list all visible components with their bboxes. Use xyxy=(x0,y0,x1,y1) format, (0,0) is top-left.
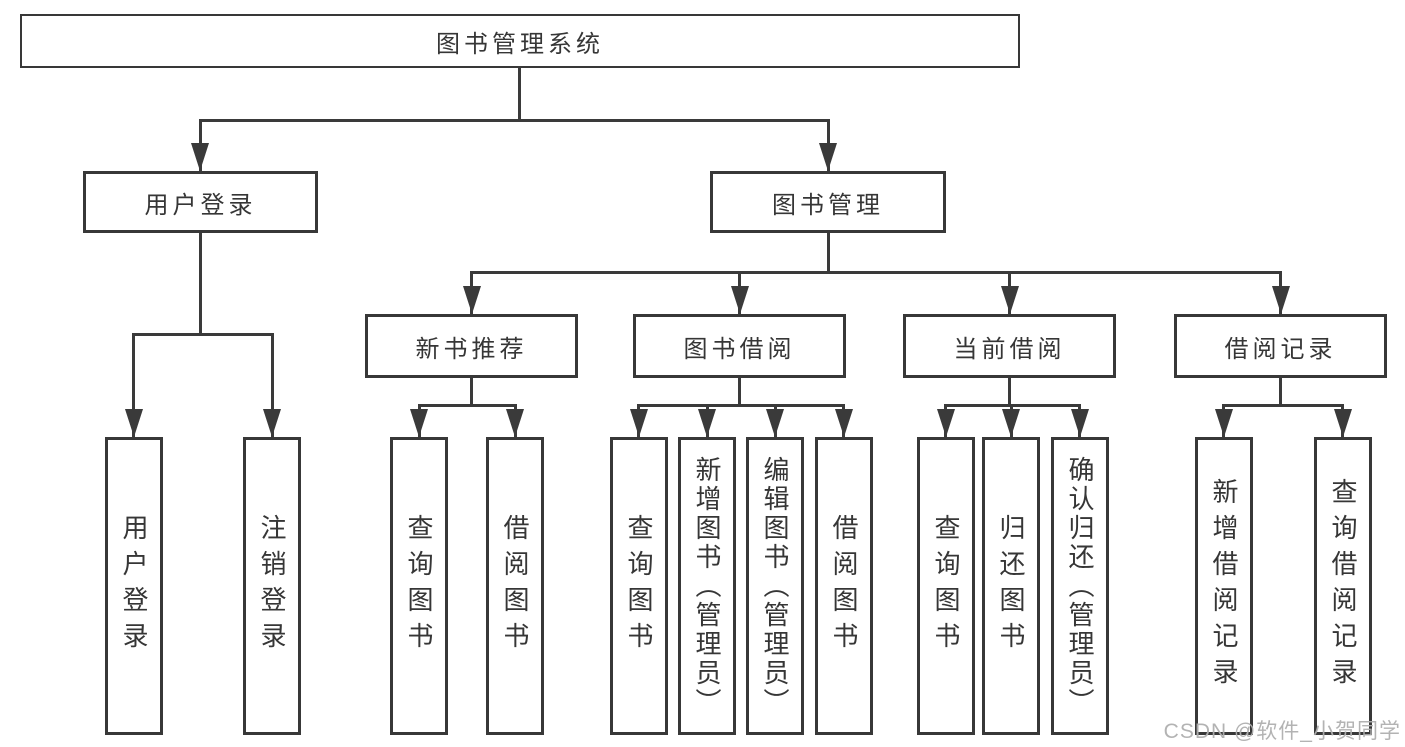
watermark: CSDN @软件_小贺同学 xyxy=(1163,720,1401,743)
arrow-down-icon xyxy=(766,409,784,437)
node-borrowing-records: 借阅记录 xyxy=(1174,314,1387,378)
leaf-query-books-recommend: 查询图书 xyxy=(390,437,448,735)
leaf-return-books: 归还图书 xyxy=(982,437,1040,735)
connector-hline xyxy=(418,404,517,407)
leaf-confirm-return-admin: 确认归还（管理员） xyxy=(1051,437,1109,735)
arrow-down-icon xyxy=(263,409,281,437)
arrow-down-icon xyxy=(937,409,955,437)
arrow-down-icon xyxy=(1002,409,1020,437)
arrow-down-icon xyxy=(819,143,837,171)
node-book-management: 图书管理 xyxy=(710,171,946,233)
arrow-down-icon xyxy=(630,409,648,437)
arrow-down-icon xyxy=(1334,409,1352,437)
connector-hline xyxy=(1222,404,1344,407)
connector-vline xyxy=(1008,378,1011,407)
node-library-system: 图书管理系统 xyxy=(20,14,1020,68)
leaf-logout-login: 注销登录 xyxy=(243,437,301,735)
connector-hline xyxy=(637,404,845,407)
leaf-borrow-books-recommend: 借阅图书 xyxy=(486,437,544,735)
arrow-down-icon xyxy=(1215,409,1233,437)
arrow-down-icon xyxy=(410,409,428,437)
connector-vline xyxy=(738,378,741,407)
arrow-down-icon xyxy=(1001,286,1019,314)
arrow-down-icon xyxy=(1071,409,1089,437)
arrow-down-icon xyxy=(191,143,209,171)
arrow-down-icon xyxy=(1272,286,1290,314)
node-new-book-recommend: 新书推荐 xyxy=(365,314,578,378)
leaf-query-books-current: 查询图书 xyxy=(917,437,975,735)
connector-hline xyxy=(199,119,830,122)
leaf-query-books-borrowing: 查询图书 xyxy=(610,437,668,735)
arrow-down-icon xyxy=(731,286,749,314)
arrow-down-icon xyxy=(463,286,481,314)
arrow-down-icon xyxy=(698,409,716,437)
arrow-down-icon xyxy=(835,409,853,437)
connector-vline xyxy=(470,378,473,407)
connector-vline xyxy=(199,233,202,335)
connector-vline xyxy=(827,233,830,274)
connector-vline xyxy=(518,66,521,121)
connector-hline xyxy=(470,271,1282,274)
node-current-borrowing: 当前借阅 xyxy=(903,314,1116,378)
leaf-query-borrow-record: 查询借阅记录 xyxy=(1314,437,1372,735)
arrow-down-icon xyxy=(506,409,524,437)
leaf-add-borrow-record: 新增借阅记录 xyxy=(1195,437,1253,735)
node-user-login: 用户登录 xyxy=(83,171,318,233)
node-book-borrowing: 图书借阅 xyxy=(633,314,846,378)
leaf-add-books-admin: 新增图书（管理员） xyxy=(678,437,736,735)
arrow-down-icon xyxy=(125,409,143,437)
leaf-user-login: 用户登录 xyxy=(105,437,163,735)
connector-vline xyxy=(1279,378,1282,407)
connector-hline xyxy=(133,333,274,336)
leaf-edit-books-admin: 编辑图书（管理员） xyxy=(746,437,804,735)
connector-vline xyxy=(132,333,135,437)
connector-vline xyxy=(271,333,274,437)
leaf-borrow-books-borrowing: 借阅图书 xyxy=(815,437,873,735)
